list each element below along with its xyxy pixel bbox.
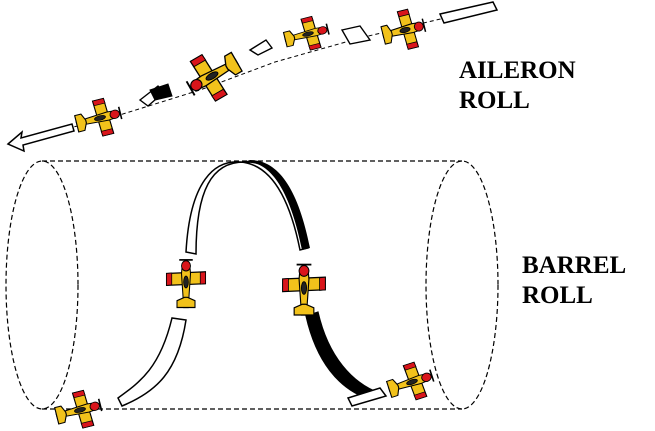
barrel-ribbon-arch-dark [244, 160, 310, 250]
aileron-roll-label-line2: ROLL [459, 87, 530, 114]
aileron-ribbon-twist-2 [248, 39, 274, 56]
barrel-ribbon-arch [185, 161, 309, 255]
aileron-ribbon-twist-1 [340, 25, 372, 45]
barrel-roll-section: BARREL ROLL [5, 160, 626, 431]
aileron-roll-label-line1: AILERON [459, 57, 576, 84]
arrow-left-icon [6, 123, 75, 153]
barrel-ribbon-rise [117, 317, 187, 407]
aileron-roll-section: AILERON ROLL [6, 1, 576, 153]
airplane-icon [51, 386, 106, 431]
airplane-icon [280, 12, 333, 57]
barrel-ribbon-end [346, 387, 388, 407]
barrel-ribbon-descend [305, 311, 384, 401]
aileron-ribbon-twist-4 [149, 83, 173, 101]
airplane-icon [377, 5, 430, 56]
barrel-cylinder [5, 160, 499, 410]
airplane-icon [71, 94, 126, 143]
airplane-icon [177, 40, 250, 110]
airplane-icon [281, 263, 327, 316]
aileron-ribbon-start [438, 1, 499, 24]
barrel-roll-label-line1: BARREL [522, 252, 626, 279]
airplane-icon [382, 357, 439, 408]
barrel-roll-label-line2: ROLL [522, 282, 593, 309]
airplane-icon [165, 259, 207, 309]
